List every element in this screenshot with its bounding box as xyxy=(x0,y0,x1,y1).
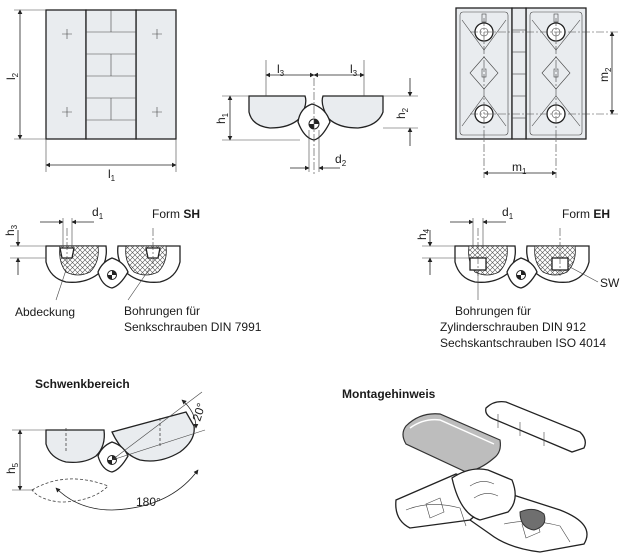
form-sh-section: Form SH h3 d1 Abdeckung Bohrungen für Se… xyxy=(3,205,262,334)
dim-d1-eh: d1 xyxy=(502,205,514,221)
mounting-instruction-section: Montagehinweis xyxy=(342,387,588,553)
cover-cap-outline xyxy=(485,400,586,453)
wrench-size-label: SW xyxy=(600,276,620,290)
hinge-isometric xyxy=(395,468,588,553)
countersunk-holes-label-line2: Senkschrauben DIN 7991 xyxy=(124,320,262,334)
dim-l3-right: l3 xyxy=(350,62,358,78)
dim-d2: d2 xyxy=(335,152,347,168)
countersunk-holes-label-line1: Bohrungen für xyxy=(124,304,200,318)
hinge-rear-view: m2 m1 xyxy=(455,7,618,178)
form-sh-title: Form SH xyxy=(152,207,200,221)
cover-cap-shaded xyxy=(402,413,501,473)
cover-label: Abdeckung xyxy=(15,305,75,319)
form-eh-section: Form EH h4 d1 SW Bohrungen für Zylinders… xyxy=(415,205,620,350)
dim-l3-left: l3 xyxy=(277,62,285,78)
hinge-front-view: l2 l1 xyxy=(4,9,177,183)
mounting-instruction-title: Montagehinweis xyxy=(342,387,436,401)
dim-m2: m2 xyxy=(597,67,613,82)
dim-h1: h1 xyxy=(214,112,230,124)
angle-20-label: 20° xyxy=(190,401,209,423)
swivel-range-section: Schwenkbereich 20° 180° h5 xyxy=(4,377,209,511)
socket-holes-label-line1: Bohrungen für xyxy=(455,304,531,318)
dim-h3: h3 xyxy=(3,224,19,236)
screw-hole-marker xyxy=(62,29,162,117)
dim-d1-sh: d1 xyxy=(92,205,104,221)
form-eh-title: Form EH xyxy=(562,207,610,221)
angle-180-label: 180° xyxy=(136,495,161,509)
dim-l2: l2 xyxy=(4,72,20,80)
socket-holes-label-line3: Sechskantschrauben ISO 4014 xyxy=(440,336,606,350)
dim-h2: h2 xyxy=(394,107,410,119)
socket-holes-label-line2: Zylinderschrauben DIN 912 xyxy=(440,320,586,334)
dim-m1: m1 xyxy=(512,160,527,176)
dim-h5: h5 xyxy=(4,462,20,474)
dim-l1: l1 xyxy=(108,167,116,183)
dim-h4: h4 xyxy=(415,228,431,240)
swivel-range-title: Schwenkbereich xyxy=(35,377,130,391)
hinge-side-profile: l3 l3 h1 h2 d2 xyxy=(214,60,418,175)
